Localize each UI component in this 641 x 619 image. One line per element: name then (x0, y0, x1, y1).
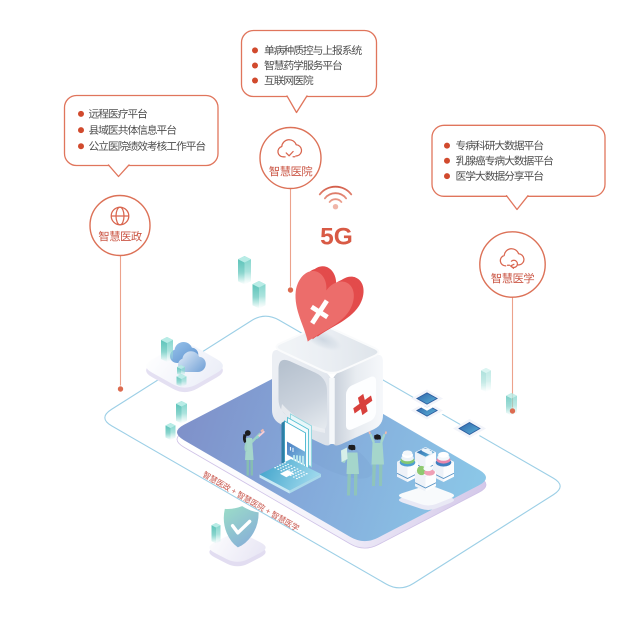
svg-text:5G: 5G (320, 224, 353, 251)
